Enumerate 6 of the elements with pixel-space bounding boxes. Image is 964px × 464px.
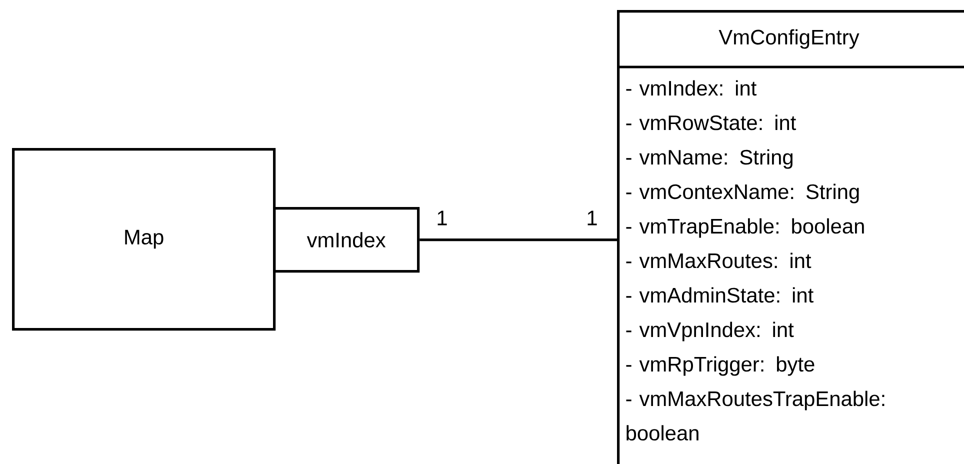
qualifier-box: vmIndex — [273, 207, 420, 273]
multiplicity-label: 1 — [438, 210, 447, 226]
connector-line — [420, 238, 617, 242]
class-box: Map — [12, 148, 276, 331]
class-box: VmConfigEntry - vmIndex: int - vmRowState: int - vmName: String - vmContexName: String - vmTrapEnable: boolean - vmMaxRoutes: int - vmAdminState: int - vmVpnIndex: int - vmRpTrigger: byte - vmMaxRoutesTrapEnable: boolean — [617, 10, 964, 464]
multiplicity-label: 1 — [588, 210, 597, 226]
